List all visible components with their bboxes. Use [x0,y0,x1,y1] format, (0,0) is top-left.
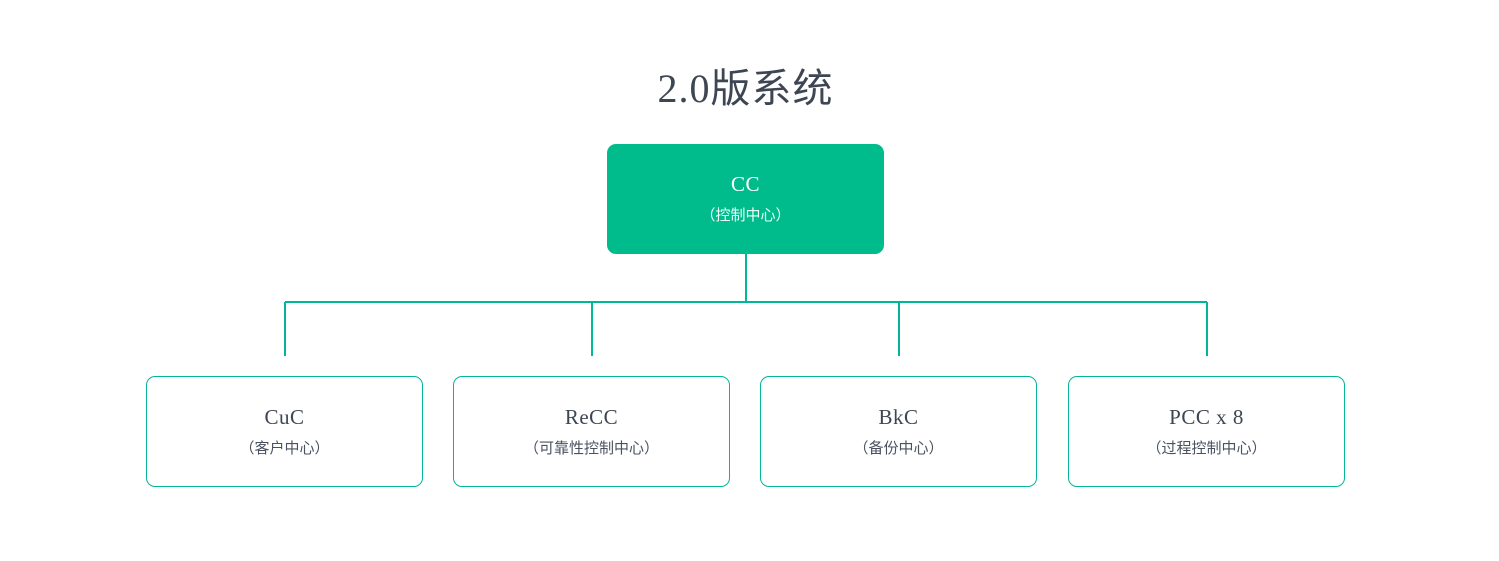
node-cuc-code: CuC [264,404,305,429]
node-pcc-description: （过程控制中心） [1146,439,1267,457]
node-cuc-description: （客户中心） [239,439,330,457]
node-bkc-description: （备份中心） [853,439,944,457]
node-bkc-code: BkC [878,404,919,429]
page-title: 2.0版系统 [0,62,1499,116]
node-pcc[interactable]: PCC x 8 （过程控制中心） [1068,376,1345,487]
node-pcc-code: PCC x 8 [1169,404,1244,429]
node-cc[interactable]: CC （控制中心） [607,144,884,254]
node-recc[interactable]: ReCC （可靠性控制中心） [453,376,730,487]
node-bkc[interactable]: BkC （备份中心） [760,376,1037,487]
node-cuc[interactable]: CuC （客户中心） [146,376,423,487]
node-cc-description: （控制中心） [700,207,791,224]
node-recc-code: ReCC [564,404,619,429]
page-title-text: 2.0版系统 [657,66,834,111]
node-cc-code: CC [730,172,760,196]
node-recc-description: （可靠性控制中心） [523,439,659,457]
